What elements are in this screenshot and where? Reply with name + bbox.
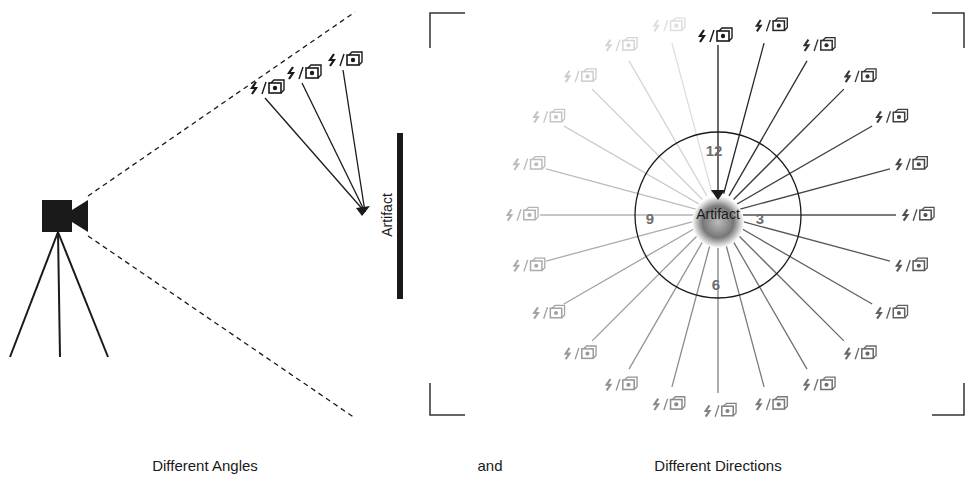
flash-camera-icon [566,69,596,82]
clock-circle [635,132,801,298]
caption-text: and [477,458,502,473]
flash-camera-icon [805,38,835,51]
flash-camera-icon [534,109,564,122]
direction-spokes [508,18,934,417]
caption-text: Different Angles [152,458,258,473]
flash-camera-icon [654,18,684,31]
flash-camera-icon [757,397,787,410]
flash-camera-icon [700,28,732,42]
light-angle-lines [252,52,370,216]
flash-camera-icon [330,52,362,66]
flash-camera-icon [514,157,544,170]
flash-camera-icon [805,377,835,390]
flash-camera-icon [877,109,907,122]
corner-brackets [430,13,964,415]
flash-camera-icon [877,305,907,318]
video-camera [10,12,355,418]
artifact-bar [397,133,403,299]
flash-camera-icon [607,377,637,390]
flash-camera-icon [897,157,927,170]
flash-camera-icon [508,207,538,220]
clock-number: 6 [712,277,720,292]
flash-camera-icon [654,397,684,410]
flash-camera-icon [289,65,321,79]
caption-text: Different Directions [654,458,781,473]
flash-camera-icon [566,346,596,359]
artifact-label: Artifact [380,193,394,237]
flash-camera-icon [607,38,637,51]
artifact-label: Artifact [696,207,740,221]
arrow-line [717,45,718,190]
artifact-sphere [692,196,744,248]
flash-camera-icon [514,258,544,271]
flash-camera-icon [904,207,934,220]
flash-camera-icon [252,80,284,94]
flash-camera-icon [534,305,564,318]
clock-number: 12 [706,143,723,158]
flash-camera-icon [757,18,787,31]
flash-camera-icon [846,346,876,359]
arrow-head [711,190,725,200]
flash-camera-icon [897,258,927,271]
flash-camera-icon [846,69,876,82]
flash-camera-icon [706,403,736,416]
clock-number: 9 [646,211,654,226]
clock-number: 3 [756,211,764,226]
